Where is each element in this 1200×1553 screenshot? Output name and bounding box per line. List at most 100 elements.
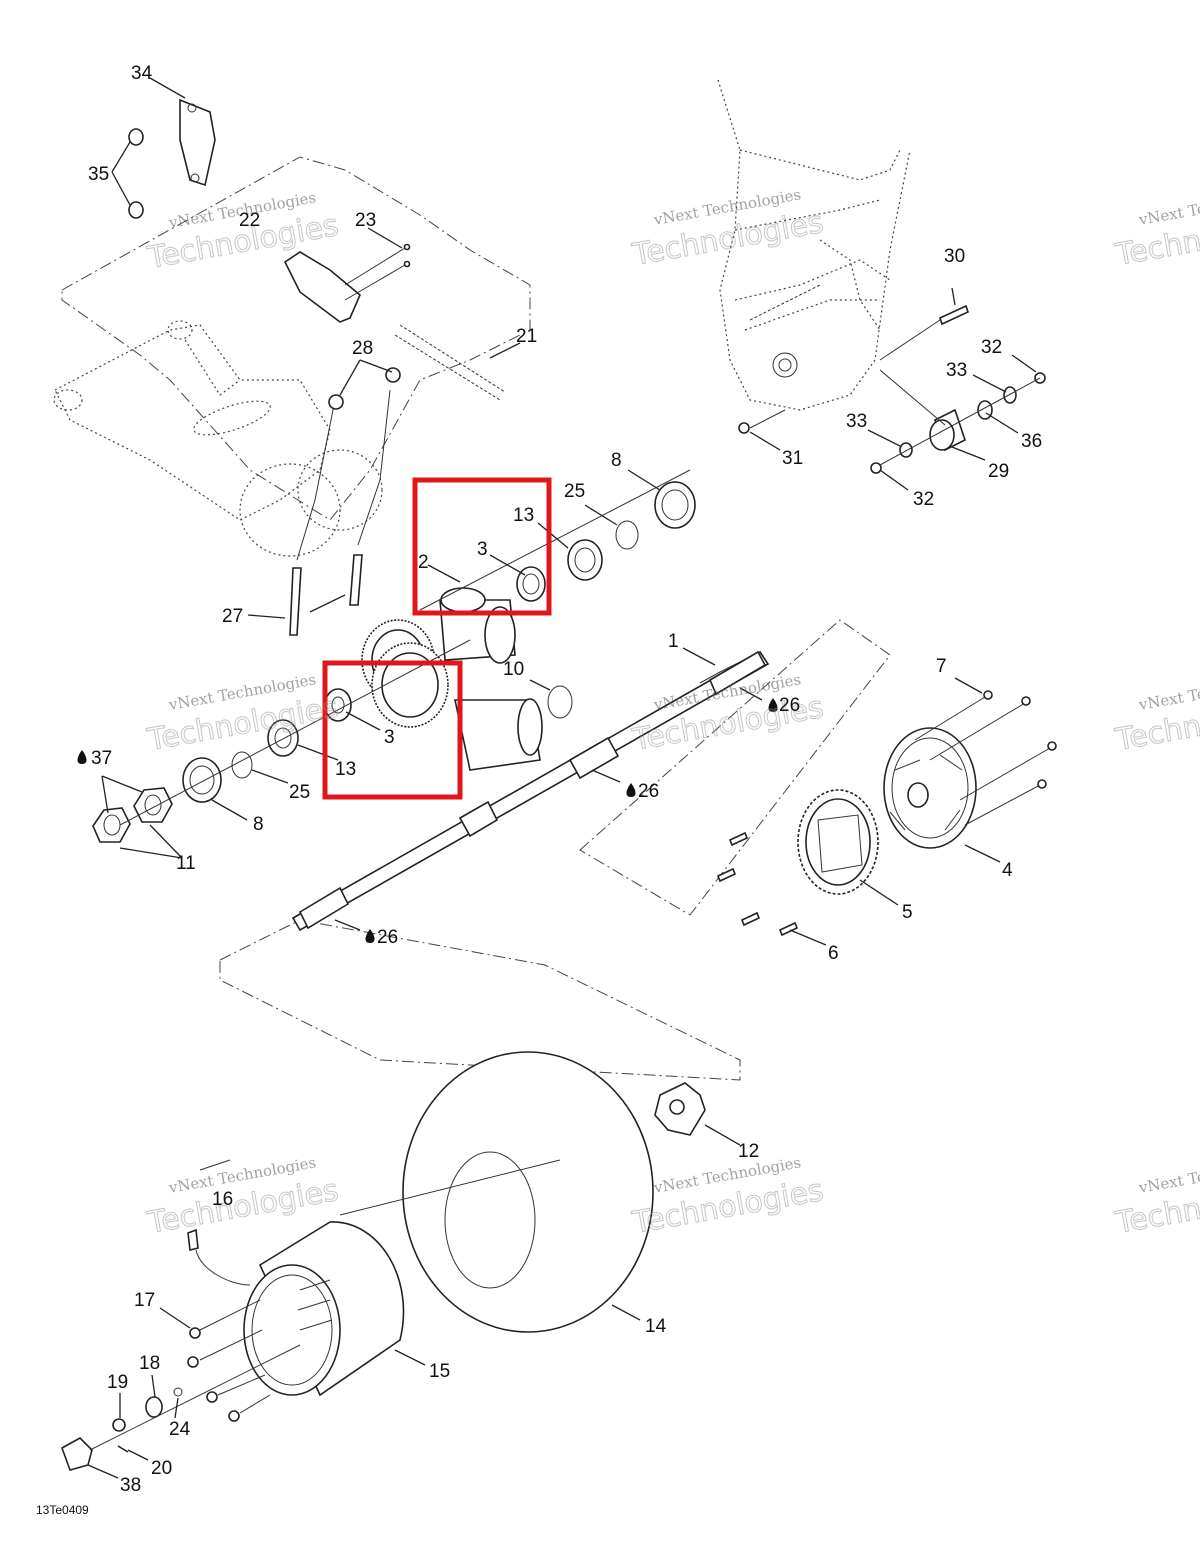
- callout-33-b: 33: [846, 411, 867, 432]
- tire-14: [402, 1051, 654, 1333]
- eccentric-housing-2: [439, 587, 516, 664]
- rim-15: [243, 1221, 405, 1397]
- washer-24: [173, 1387, 183, 1397]
- callout-12: 12: [738, 1141, 759, 1162]
- callout-20: 20: [151, 1458, 172, 1479]
- chain-guide-22: [283, 251, 361, 323]
- washer-33b: [899, 442, 913, 458]
- spacer-35-top: [128, 128, 144, 146]
- swing-arm-group-outline: [61, 156, 531, 521]
- callout-22: 22: [239, 210, 260, 231]
- callout-17: 17: [134, 1290, 155, 1311]
- callout-28: 28: [352, 338, 373, 359]
- nut-11a: [133, 787, 173, 823]
- svg-text:vNext Technologies: vNext Technologies: [1137, 670, 1200, 714]
- ring-25-upper: [615, 520, 639, 550]
- callout-23: 23: [355, 210, 376, 231]
- callout-31: 31: [782, 448, 803, 469]
- ring-10: [547, 685, 573, 719]
- callout-38: 38: [120, 1475, 141, 1496]
- washer-33a: [1003, 386, 1017, 404]
- seal-8-lower: [182, 757, 222, 803]
- callout-labels: 34 35 22 23 21 28 27 2 3 13 25 8 1 10 26…: [36, 63, 1042, 1517]
- callout-27: 27: [222, 606, 243, 627]
- callout-32-b: 32: [913, 489, 934, 510]
- ring-25-lower: [231, 751, 253, 779]
- bearing-3-upper: [516, 566, 546, 602]
- valve-16: [187, 1228, 199, 1251]
- callout-11: 11: [176, 853, 196, 874]
- nut-28a: [328, 394, 344, 410]
- callout-8-upper: 8: [611, 450, 622, 471]
- highlight-box-upper: [412, 477, 552, 616]
- axle-1: [291, 650, 770, 932]
- callout-10: 10: [503, 659, 524, 680]
- callout-4: 4: [1002, 860, 1013, 881]
- highlight-box-lower: [322, 660, 463, 800]
- nut-11b: [92, 807, 131, 843]
- callout-32-a: 32: [981, 337, 1002, 358]
- spacer-35-bottom: [128, 201, 144, 219]
- callout-24: 24: [169, 1419, 191, 1440]
- callout-30: 30: [944, 246, 965, 267]
- bolt-27a: [289, 567, 302, 636]
- callout-25-lower: 25: [289, 782, 310, 803]
- frame: [717, 79, 911, 411]
- hub-4: [883, 727, 977, 849]
- figure-code: 13Te0409: [36, 1503, 89, 1517]
- bushing-36: [977, 400, 993, 420]
- nut-17-2: [187, 1356, 199, 1368]
- leader-lines: [87, 77, 1037, 1479]
- callout-36: 36: [1021, 431, 1042, 452]
- seal-13-lower: [267, 719, 299, 757]
- hub-fasteners: [716, 690, 1057, 937]
- nut-17-3: [206, 1391, 218, 1403]
- callout-16: 16: [212, 1189, 233, 1210]
- axle-group-outline: [579, 619, 891, 916]
- swing-arm: [53, 320, 383, 557]
- sprocket-5: [797, 789, 879, 895]
- callout-5: 5: [902, 902, 913, 923]
- nut-31: [738, 422, 750, 434]
- callout-7: 7: [936, 656, 947, 677]
- wheel-hub-12: [654, 1082, 706, 1136]
- callout-21: 21: [516, 326, 537, 347]
- callout-13-upper: 13: [513, 505, 534, 526]
- nut-17-1: [189, 1327, 201, 1339]
- washer-18: [145, 1396, 163, 1418]
- callout-18: 18: [139, 1353, 160, 1374]
- callout-19: 19: [107, 1372, 128, 1393]
- callout-26-a: 26: [779, 695, 800, 716]
- callout-3-lower: 3: [384, 727, 395, 748]
- callout-14: 14: [645, 1316, 667, 1337]
- callout-33-a: 33: [946, 360, 967, 381]
- svg-text:vNext Technologies: vNext Technologies: [1137, 1153, 1200, 1197]
- callout-29: 29: [988, 461, 1009, 482]
- callout-25-upper: 25: [564, 481, 585, 502]
- callout-6: 6: [828, 943, 839, 964]
- callout-2: 2: [418, 552, 429, 573]
- callout-35: 35: [88, 164, 109, 185]
- callout-1: 1: [668, 631, 679, 652]
- cap-38: [61, 1437, 93, 1471]
- pin-20: [117, 1445, 129, 1453]
- callout-3-upper: 3: [477, 539, 488, 560]
- callout-26-b: 26: [638, 781, 659, 802]
- seal-8-upper: [654, 481, 696, 529]
- callout-8-lower: 8: [253, 814, 264, 835]
- callout-15: 15: [429, 1361, 450, 1382]
- nut-19: [112, 1418, 126, 1432]
- callout-37: 37: [91, 748, 112, 769]
- callout-13-lower: 13: [335, 759, 356, 780]
- callout-26-c: 26: [377, 927, 398, 948]
- bolt-30: [939, 304, 969, 326]
- seal-13-upper: [567, 539, 603, 581]
- chain-21: [399, 324, 506, 393]
- svg-text:vNext Technologies: vNext Technologies: [1137, 185, 1200, 229]
- sprocket-hub-assembly: [361, 619, 449, 728]
- callout-34: 34: [131, 63, 153, 84]
- wheel-group-outline: [219, 919, 741, 1081]
- nut-32b: [870, 462, 882, 474]
- oil-drop-icon: [77, 698, 778, 943]
